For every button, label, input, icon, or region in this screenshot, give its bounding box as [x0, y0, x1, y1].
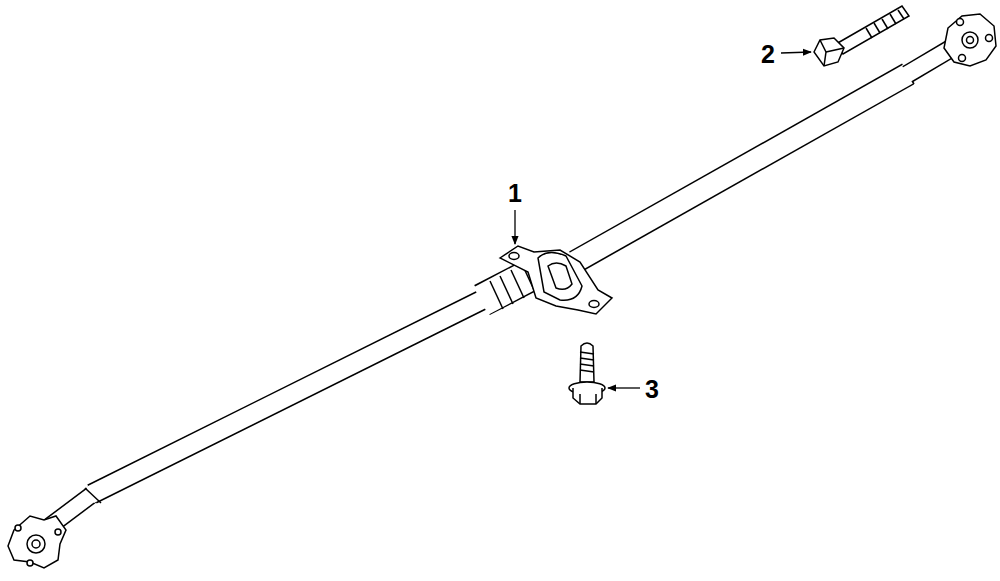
- leader-arrows: [515, 52, 811, 388]
- bolt-2: [814, 6, 909, 66]
- callout-number: 1: [506, 180, 524, 207]
- rear-flex-disc: [944, 14, 996, 66]
- leader-line: [608, 387, 640, 388]
- driveshaft: [50, 45, 957, 526]
- leader-line: [781, 52, 811, 53]
- bolt-3: [569, 343, 605, 404]
- callout-number: 3: [643, 376, 661, 403]
- front-flange: [8, 516, 66, 568]
- center-bearing: [500, 246, 612, 314]
- leader-line: [514, 210, 515, 244]
- callout-number: 2: [759, 41, 777, 68]
